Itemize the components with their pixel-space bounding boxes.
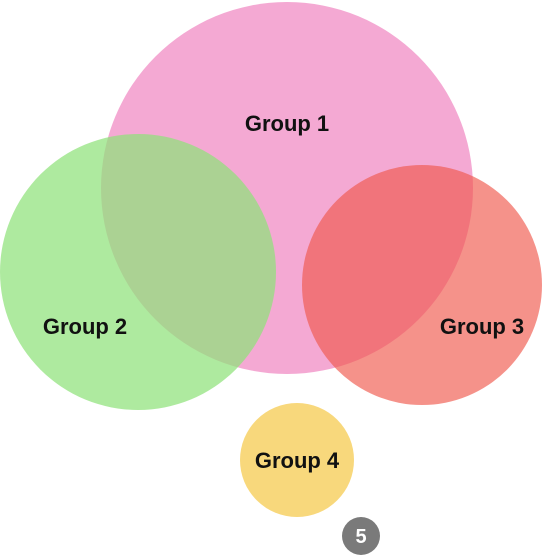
group-1-label: Group 1 xyxy=(245,111,329,136)
group-4-circle xyxy=(240,403,354,517)
group-2-label: Group 2 xyxy=(43,314,127,339)
group-3-label: Group 3 xyxy=(440,314,524,339)
group-4-label: Group 4 xyxy=(255,448,340,473)
group-3-circle xyxy=(302,165,542,405)
badge-label: 5 xyxy=(355,526,366,548)
badge-circle[interactable] xyxy=(342,517,380,555)
group-2-circle xyxy=(0,134,276,410)
